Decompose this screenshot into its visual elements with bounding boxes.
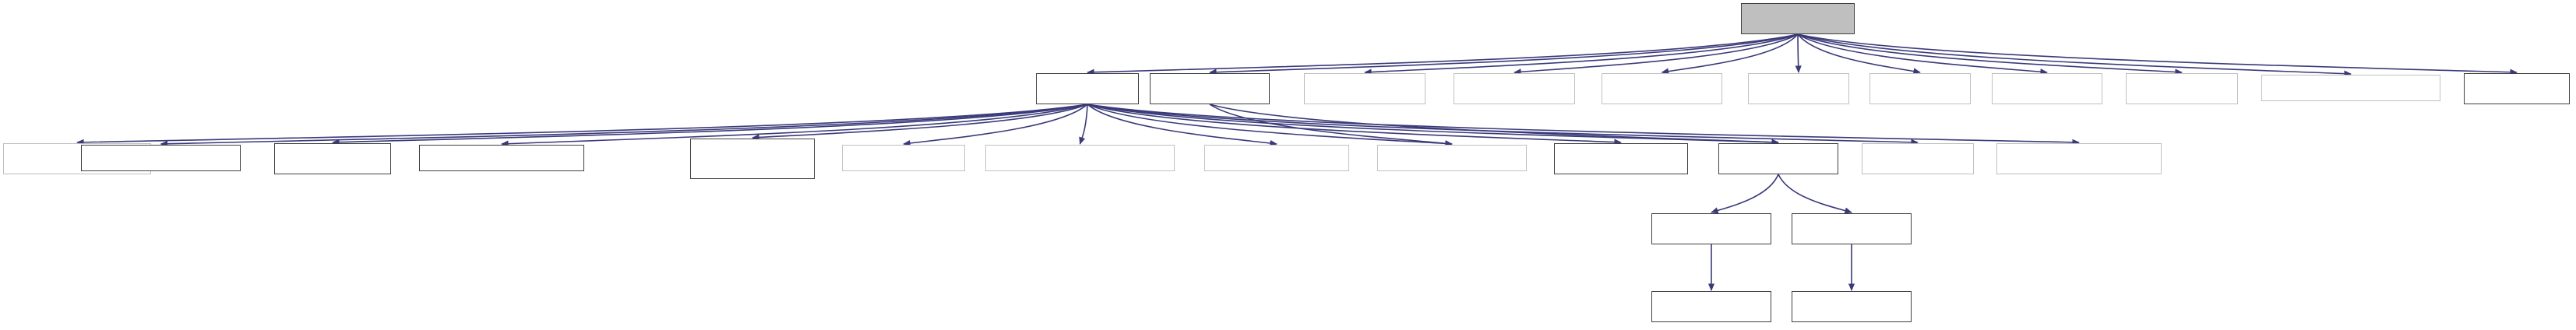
graph-edge-root-to-project_inl: [1795, 33, 1802, 73]
graph-node-pinhole[interactable]: [1554, 143, 1688, 174]
graph-node-sac_seg[interactable]: [1602, 73, 1722, 104]
graph-edge-hinted_h-to-dyn_server: [1087, 104, 1919, 146]
graph-node-geo_util[interactable]: [1718, 143, 1838, 174]
graph-edge-geo_util-to-pcl_util_1: [1711, 174, 1779, 214]
graph-edge-hinted_h-to-gm_polygon: [1079, 104, 1088, 145]
graph-node-pluginlib[interactable]: [2464, 73, 2570, 104]
graph-node-gm_polygon[interactable]: [985, 145, 1175, 171]
graph-edge-hinted_h-to-sm_image: [903, 104, 1088, 147]
graph-node-pcl_util_2[interactable]: [1651, 291, 1771, 322]
graph-node-hsf_config[interactable]: [1996, 143, 2162, 174]
graph-node-mf_timesync[interactable]: [274, 143, 391, 174]
graph-edge-root-to-marker: [1797, 33, 2183, 75]
graph-node-project_inl[interactable]: [1748, 73, 1849, 104]
graph-node-pcl_conv[interactable]: [1150, 73, 1270, 104]
graph-edge-hinted_h-to-sm_pc2: [1087, 104, 1453, 147]
graph-edge-hinted_h-to-mf_approx: [752, 104, 1088, 141]
graph-edge-hinted_h-to-diag_nodelet: [76, 104, 1088, 146]
graph-edge-root-to-pluginlib: [1797, 33, 2518, 75]
graph-node-random_util_2[interactable]: [1792, 291, 1912, 322]
graph-edge-pcl_conv-to-sm_pc2: [1209, 104, 1453, 147]
graph-node-sm_pc2[interactable]: [1377, 145, 1527, 171]
graph-node-posestamped[interactable]: [2261, 75, 2440, 101]
graph-edge-root-to-extract_ind: [1797, 33, 1921, 75]
graph-edge-root-to-sac_seg: [1661, 33, 1799, 75]
graph-node-sm_caminfo[interactable]: [1204, 145, 1349, 171]
graph-edge-root-to-model_types: [1514, 33, 1799, 75]
graph-edge-root-to-hinted_h: [1087, 33, 1799, 75]
graph-node-pcl_util_1[interactable]: [1651, 213, 1771, 244]
graph-edge-hinted_h-to-mf_timesync: [332, 104, 1088, 146]
graph-edge-root-to-posestamped: [1797, 33, 2352, 77]
graph-node-model_types[interactable]: [1454, 73, 1575, 104]
graph-edge-root-to-pcl_conv: [1209, 33, 1799, 75]
graph-edge-root-to-normal_omp: [1797, 33, 2048, 75]
graph-edge-hinted_h-to-sm_caminfo: [1087, 104, 1277, 147]
graph-node-method_types[interactable]: [1304, 73, 1425, 104]
graph-node-root[interactable]: [1741, 3, 1855, 34]
graph-edge-geo_util-to-random_util_1: [1778, 174, 1852, 214]
graph-edge-hinted_h-to-geo_util: [1087, 104, 1779, 146]
graph-node-mf_approx[interactable]: [690, 139, 815, 179]
graph-node-mf_sync[interactable]: [419, 145, 584, 171]
graph-edge-hinted_h-to-hsf_config: [1087, 104, 2080, 146]
graph-edge-pcl_conv-to-geo_util: [1209, 104, 1779, 146]
graph-node-mf_sub[interactable]: [81, 145, 241, 171]
graph-edge-hinted_h-to-mf_sub: [160, 104, 1088, 147]
graph-edge-hinted_h-to-pinhole: [1087, 104, 1622, 146]
graph-edge-root-to-method_types: [1364, 33, 1799, 75]
graph-node-sm_image[interactable]: [842, 145, 965, 171]
graph-node-dyn_server[interactable]: [1862, 143, 1974, 174]
graph-node-extract_ind[interactable]: [1869, 73, 1971, 104]
graph-node-hinted_h[interactable]: [1036, 73, 1139, 104]
graph-node-random_util_1[interactable]: [1792, 213, 1912, 244]
graph-node-marker[interactable]: [2126, 73, 2238, 104]
graph-node-normal_omp[interactable]: [1992, 73, 2102, 104]
